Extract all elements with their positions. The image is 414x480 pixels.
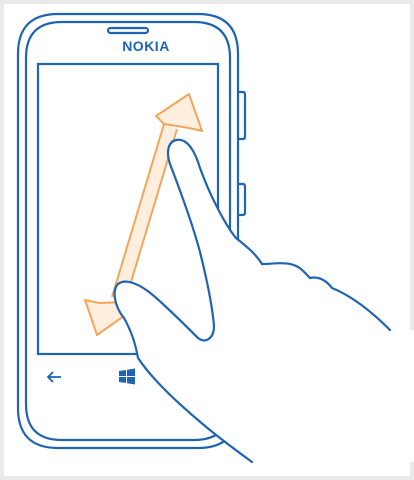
arrow-rail-left (112, 124, 164, 297)
nokia-logo: NOKIA (96, 38, 196, 54)
windows-logo-icon (119, 369, 135, 385)
back-arrow-icon (48, 372, 61, 382)
earpiece (108, 28, 148, 33)
